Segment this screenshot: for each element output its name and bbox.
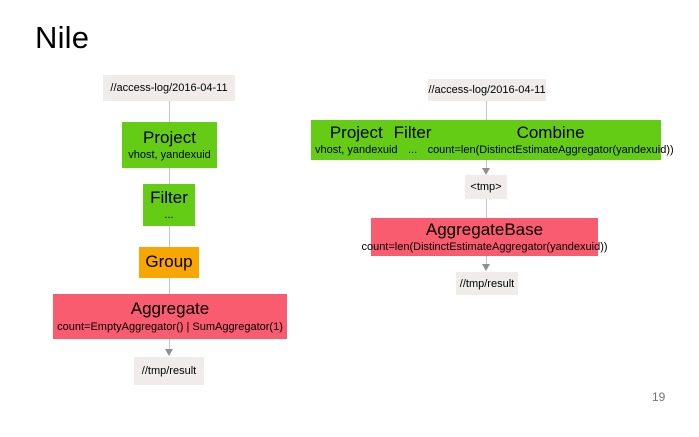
right-aggregatebase-node: AggregateBase count=len(DistinctEstimate…: [361, 218, 608, 256]
left-filter-node: Filter ...: [143, 184, 195, 226]
left-arrowhead-icon: [165, 349, 173, 356]
right-source-node: //access-log/2016-04-11: [428, 79, 546, 101]
left-edge-filter-group: [169, 226, 170, 247]
left-aggregate-caption: count=EmptyAggregator() | SumAggregator(…: [57, 320, 283, 333]
right-edge-source-fused: [486, 101, 487, 120]
right-fused-operations-node: Project vhost, yandexuid Filter ... Comb…: [311, 120, 674, 160]
right-fused-filter-section: Filter ...: [394, 123, 432, 158]
left-edge-aggregate-sink: [169, 339, 170, 350]
left-project-caption: vhost, yandexuid: [128, 149, 211, 162]
left-project-title: Project: [143, 127, 196, 147]
right-fused-project-title: Project: [329, 122, 383, 142]
left-edge-project-filter: [169, 168, 170, 184]
left-filter-title: Filter: [150, 187, 188, 207]
page-number: 19: [652, 390, 666, 404]
left-sink-node: //tmp/result: [134, 357, 204, 385]
left-aggregate-node: Aggregate count=EmptyAggregator() | SumA…: [53, 294, 287, 339]
right-aggregatebase-caption: count=len(DistinctEstimateAggregator(yan…: [361, 241, 608, 254]
right-edge-tmp-aggregatebase: [486, 199, 487, 218]
left-edge-source-project: [169, 101, 170, 122]
left-aggregate-title: Aggregate: [130, 299, 210, 319]
right-aggregatebase-title: AggregateBase: [425, 219, 544, 239]
right-fused-project-caption: vhost, yandexuid: [315, 144, 398, 157]
right-fused-project-section: Project vhost, yandexuid: [315, 123, 398, 158]
right-fused-combine-title: Combine: [516, 122, 585, 142]
left-filter-caption: ...: [164, 209, 174, 222]
right-fused-filter-title: Filter: [393, 122, 432, 142]
left-project-node: Project vhost, yandexuid: [122, 122, 217, 168]
left-edge-group-aggregate: [169, 278, 170, 294]
left-group-title: Group: [145, 252, 193, 272]
left-sink-label: //tmp/result: [141, 365, 197, 377]
left-source-node: //access-log/2016-04-11: [103, 75, 235, 101]
right-sink-node: //tmp/result: [456, 272, 518, 295]
right-fused-filter-caption: ...: [407, 144, 418, 157]
right-edge-fused-tmp: [486, 160, 487, 169]
right-tmp-node: <tmp>: [465, 175, 507, 199]
right-arrowhead-sink-icon: [482, 264, 490, 271]
right-fused-combine-caption: count=len(DistinctEstimateAggregator(yan…: [427, 144, 674, 157]
right-sink-label: //tmp/result: [459, 277, 515, 290]
right-tmp-label: <tmp>: [470, 181, 502, 193]
left-source-label: //access-log/2016-04-11: [110, 82, 228, 94]
left-group-node: Group: [139, 247, 199, 278]
right-edge-aggregatebase-sink: [486, 256, 487, 265]
slide-title: Nile: [35, 20, 90, 55]
right-arrowhead-tmp-icon: [482, 168, 490, 175]
right-source-label: //access-log/2016-04-11: [428, 84, 546, 96]
right-fused-combine-section: Combine count=len(DistinctEstimateAggreg…: [428, 123, 674, 158]
